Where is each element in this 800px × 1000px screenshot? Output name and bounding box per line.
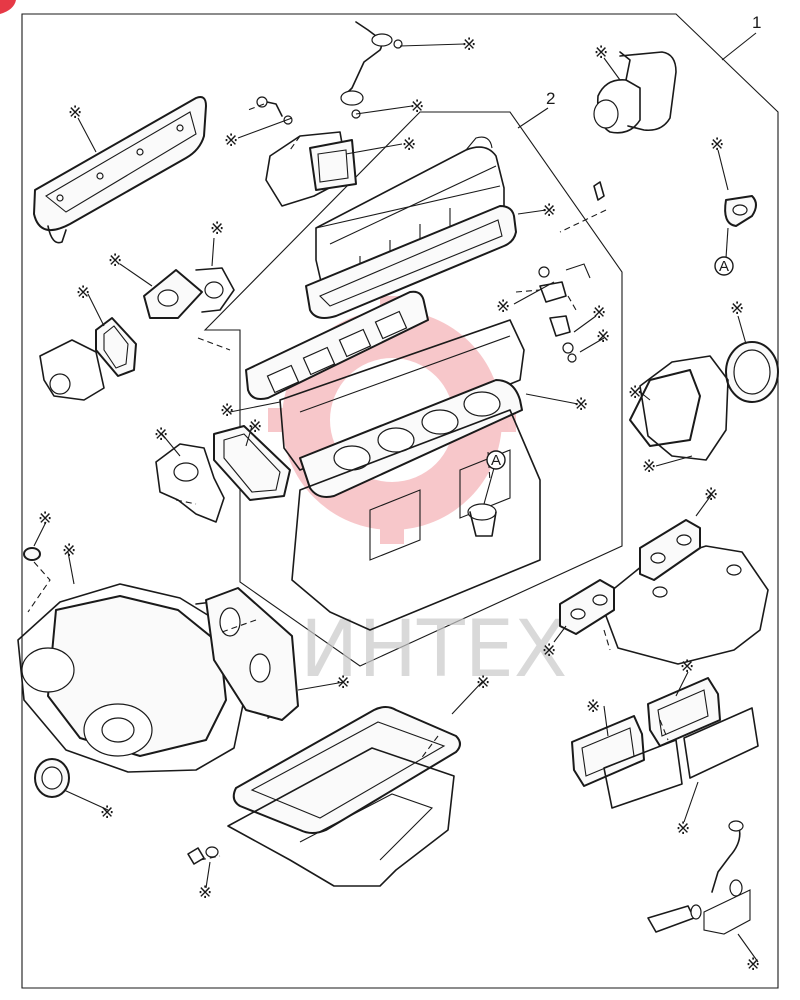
svg-text:※: ※ bbox=[592, 303, 606, 323]
svg-text:A: A bbox=[719, 258, 729, 275]
water-pump bbox=[39, 339, 105, 401]
dashed-link-left bbox=[27, 561, 51, 613]
svg-text:※: ※ bbox=[68, 103, 82, 123]
svg-text:※: ※ bbox=[154, 425, 168, 445]
injector-fittings bbox=[538, 181, 605, 363]
corner-marker bbox=[0, 0, 16, 14]
timing-gear-case bbox=[17, 583, 291, 773]
svg-text:※: ※ bbox=[730, 299, 744, 319]
intake-gasket-small bbox=[213, 425, 291, 501]
small-gasket-left bbox=[23, 547, 41, 561]
label-kit: 1 bbox=[752, 13, 761, 32]
svg-text:※: ※ bbox=[336, 673, 350, 693]
watermark-text: ИНТЕХ bbox=[300, 605, 567, 695]
svg-text:※: ※ bbox=[542, 201, 556, 221]
svg-text:※: ※ bbox=[574, 395, 588, 415]
oil-pipe bbox=[340, 21, 403, 119]
label-upper-kit: 2 bbox=[546, 89, 555, 108]
ref-marker-a-block: A bbox=[483, 450, 506, 505]
svg-text:※: ※ bbox=[62, 541, 76, 561]
svg-text:※: ※ bbox=[496, 297, 510, 317]
svg-text:※: ※ bbox=[642, 457, 656, 477]
exhaust-gasket-1 bbox=[639, 519, 701, 581]
svg-text:※: ※ bbox=[476, 673, 490, 693]
flange-gasket-right bbox=[724, 195, 757, 227]
ref-marker-a-right: A bbox=[714, 227, 734, 276]
exhaust-manifold bbox=[599, 545, 769, 665]
oil-pan bbox=[227, 747, 455, 887]
svg-text:※: ※ bbox=[676, 819, 690, 839]
side-cover-gasket bbox=[95, 317, 137, 377]
crank-oil-seal-rear bbox=[725, 341, 779, 403]
leader-kit bbox=[721, 32, 757, 61]
drain-plug bbox=[187, 846, 219, 865]
svg-text:※: ※ bbox=[746, 955, 760, 975]
oil-cooler-gasket bbox=[33, 96, 207, 244]
svg-text:※: ※ bbox=[628, 383, 642, 403]
asterisk-leaders bbox=[33, 43, 759, 963]
svg-text:※: ※ bbox=[220, 401, 234, 421]
upper-kit-frame bbox=[203, 111, 623, 667]
side-cover-gasket-a bbox=[571, 715, 645, 787]
thermostat-housing bbox=[256, 96, 357, 207]
exhaust-gasket-2 bbox=[559, 579, 615, 635]
svg-text:※: ※ bbox=[410, 97, 424, 117]
head-cover-gasket bbox=[305, 205, 517, 319]
kit-frame bbox=[21, 13, 779, 989]
svg-text:※: ※ bbox=[108, 251, 122, 271]
svg-text:※: ※ bbox=[680, 657, 694, 677]
side-covers bbox=[603, 707, 759, 809]
svg-text:※: ※ bbox=[210, 219, 224, 239]
asterisk-markers: ※ ※ ※ ※ ※ ※ ※ ※ ※ ※ ※ ※ ※ ※ ※ ※ ※ ※ ※ ※ … bbox=[38, 35, 760, 975]
crank-oil-seal-front bbox=[34, 758, 70, 798]
manifold-gasket bbox=[245, 290, 429, 400]
svg-text:A: A bbox=[491, 452, 501, 469]
starter-motor bbox=[593, 51, 677, 134]
rear-plate bbox=[629, 355, 729, 461]
svg-text:※: ※ bbox=[542, 641, 556, 661]
svg-text:※: ※ bbox=[594, 43, 608, 63]
oil-return-pipe bbox=[647, 820, 751, 935]
leader-upper-kit bbox=[517, 107, 549, 129]
svg-text:※: ※ bbox=[596, 327, 610, 347]
thermostat-case bbox=[155, 443, 225, 523]
oil-pan-gasket bbox=[232, 706, 461, 834]
svg-text:※: ※ bbox=[224, 131, 238, 151]
svg-text:※: ※ bbox=[248, 417, 262, 437]
svg-text:※: ※ bbox=[198, 883, 212, 903]
water-outlet-gasket bbox=[143, 267, 235, 319]
svg-text:※: ※ bbox=[710, 135, 724, 155]
head-gasket bbox=[299, 379, 523, 498]
svg-text:※: ※ bbox=[586, 697, 600, 717]
side-cover-gasket-b bbox=[647, 677, 721, 747]
svg-text:※: ※ bbox=[100, 803, 114, 823]
dashed-lines bbox=[175, 103, 669, 861]
svg-text:※: ※ bbox=[704, 485, 718, 505]
svg-text:※: ※ bbox=[462, 35, 476, 55]
svg-text:※: ※ bbox=[76, 283, 90, 303]
timing-case-gasket bbox=[205, 587, 299, 721]
svg-text:※: ※ bbox=[402, 135, 416, 155]
svg-text:※: ※ bbox=[38, 509, 52, 529]
cylinder-head bbox=[279, 319, 525, 471]
